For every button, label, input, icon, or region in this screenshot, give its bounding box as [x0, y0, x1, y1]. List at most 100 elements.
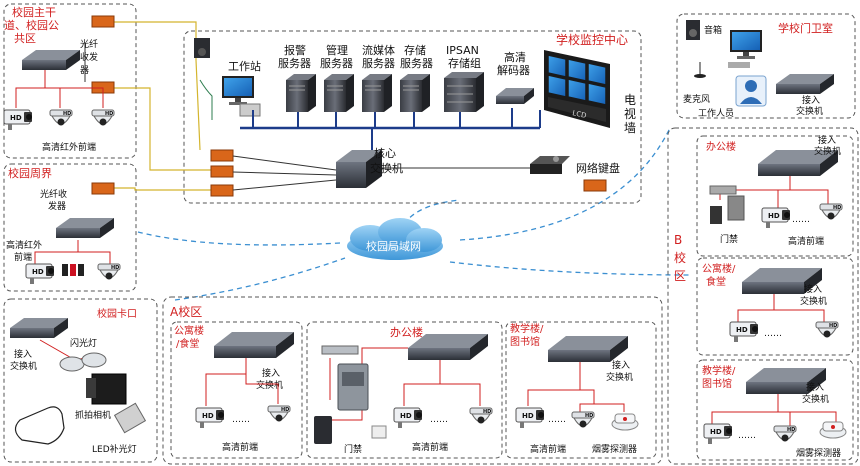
a-dorm-switch: [214, 332, 294, 358]
a-teaching-dome: [571, 411, 595, 428]
tv-wall-lcd-label: LCD: [572, 109, 588, 120]
a-teaching-switch: [548, 336, 628, 362]
a-office-title: 办公楼: [390, 325, 423, 339]
a-dorm-switch-label-1: 接入: [262, 367, 280, 379]
main-fiber-label-1: 光纤: [80, 38, 98, 50]
server-label-mgmt-2: 服务器: [320, 57, 353, 70]
guard-staff-label: 工作人员: [698, 107, 734, 119]
guard-switch-label-2: 交换机: [796, 105, 823, 117]
tv-wall-icon: LCD: [544, 50, 610, 128]
perimeter-fiber-label-1: 光纤收: [40, 188, 67, 200]
perimeter-front-label-2: 前端: [14, 251, 32, 263]
perimeter-sensor-2: [70, 264, 76, 276]
center-title: 学校监控中心: [556, 32, 628, 47]
a-dorm-camera: [195, 407, 225, 429]
b-door-lock-icon: [709, 185, 737, 195]
b-teaching-dome: [773, 425, 797, 442]
a-office-door-label: 门禁: [344, 443, 362, 455]
b-teaching-title-2: 图书馆: [702, 377, 732, 390]
workstation-label: 工作站: [228, 59, 261, 73]
b-door-reader-icon: [710, 206, 722, 224]
perimeter-box: [3, 163, 137, 292]
perimeter-fiber: [91, 182, 115, 195]
a-exit-button-icon: [371, 425, 387, 439]
main-switch: [22, 50, 80, 70]
a-teaching-smoke: [611, 413, 639, 431]
server-stream-icon: [361, 73, 393, 113]
guard-pc-icon: [730, 30, 762, 59]
keyboard-label: 网络键盘: [576, 161, 620, 175]
a-teaching-title-1: 教学楼/: [510, 322, 544, 335]
b-office-dome: [819, 203, 843, 220]
a-office-box: [306, 321, 503, 459]
tv-wall-label-2: 视: [624, 106, 636, 121]
tv-wall-label-3: 墙: [624, 121, 636, 135]
a-teaching-title-2: 图书馆: [510, 335, 540, 348]
main-dome-camera-1: [49, 109, 73, 126]
b-office-title: 办公楼: [706, 140, 736, 153]
b-teaching-smoke: [819, 421, 847, 439]
gate-flash-label: 闪光灯: [70, 337, 97, 349]
b-office-front-label: 高清前端: [788, 235, 824, 247]
gate-capture-label: 抓拍相机: [75, 409, 111, 421]
a-office-dome: [469, 407, 493, 424]
decoder-icon: [496, 88, 534, 104]
b-dorm-title-1: 公寓楼/: [702, 262, 736, 275]
a-dorm-box: [170, 321, 303, 459]
campus-b-title-3: 区: [674, 269, 686, 283]
gate-led-icon: [113, 402, 147, 434]
core-switch-label-1: 核心: [374, 146, 396, 160]
network-keyboard-icon: [530, 156, 570, 174]
gate-switch: [10, 318, 68, 338]
server-label-alarm-1: 报警: [284, 43, 306, 57]
server-label-stream-2: 服务器: [362, 57, 395, 70]
perimeter-title: 校园周界: [8, 166, 52, 180]
main-front-end-label: 高清红外前端: [42, 141, 96, 153]
gate-box: [3, 298, 158, 463]
b-dorm-box: [696, 257, 854, 356]
b-dorm-switch-label-2: 交换机: [800, 295, 827, 307]
perimeter-fiber-label-2: 发器: [48, 200, 66, 212]
a-dorm-dome: [267, 405, 291, 422]
workstation-pc-icon: [222, 76, 254, 105]
b-office-dots: ……: [792, 215, 810, 225]
server-label-storage-1: 存储: [404, 43, 426, 57]
a-teaching-smoke-label: 烟雾探测器: [592, 443, 637, 455]
campus-a-title: A校区: [170, 304, 202, 319]
guard-switch-label-1: 接入: [802, 94, 820, 106]
server-label-alarm-2: 服务器: [278, 57, 311, 70]
a-teaching-switch-label-1: 接入: [612, 359, 630, 371]
b-office-camera: [761, 207, 791, 229]
decoder-label-1: 高清: [504, 50, 526, 64]
main-fiber-label-2: 收发: [80, 51, 98, 63]
campus-b-title-1: B: [674, 233, 682, 247]
a-dorm-dots: ……: [232, 415, 250, 425]
campus-b-title-2: 校: [674, 250, 686, 265]
a-teaching-front-label: 高清前端: [530, 443, 566, 455]
b-teaching-dots: ……: [738, 431, 756, 441]
main-zone-title-2: 道、校园公: [4, 18, 59, 32]
b-teaching-camera: [703, 423, 733, 445]
lan-label: 校园局域网: [366, 239, 421, 253]
gate-led-label: LED补光灯: [92, 443, 137, 455]
ipsan-label-2: 存储组: [448, 56, 481, 70]
server-storage-icon: [399, 73, 431, 113]
gate-flash-icon: [59, 356, 85, 372]
ipsan-label-1: IPSAN: [446, 44, 479, 57]
b-office-switch-label-1: 接入: [818, 134, 836, 146]
guard-mic-label: 麦克风: [683, 93, 710, 105]
a-door-controller-icon: [337, 363, 369, 411]
a-dorm-switch-label-2: 交换机: [256, 379, 283, 391]
server-label-stream-1: 流媒体: [362, 43, 395, 57]
a-teaching-switch-label-2: 交换机: [606, 371, 633, 383]
perimeter-sensor-1: [62, 264, 68, 276]
server-label-storage-2: 服务器: [400, 57, 433, 70]
server-alarm-icon: [285, 73, 317, 113]
main-dome-camera-2: [91, 109, 115, 126]
ipsan-icon: [444, 72, 484, 112]
gate-title: 校园卡口: [97, 307, 137, 320]
guard-box: [676, 13, 856, 119]
b-teaching-title-1: 教学楼/: [702, 364, 736, 377]
b-teaching-switch-label-2: 交换机: [802, 393, 829, 405]
